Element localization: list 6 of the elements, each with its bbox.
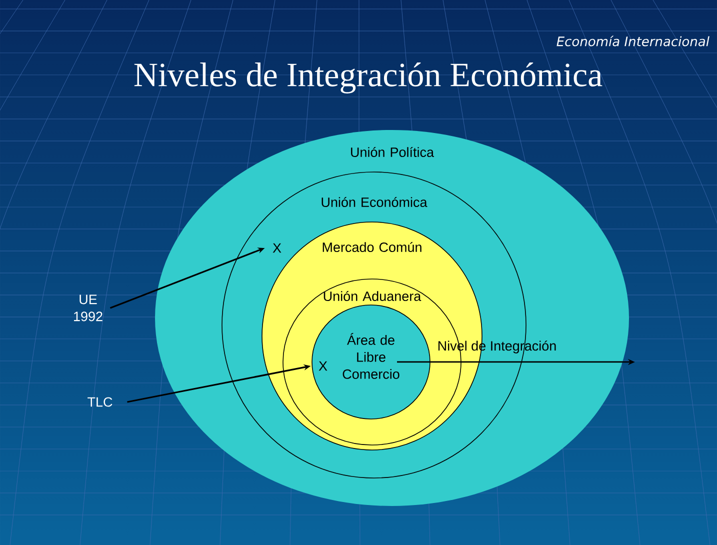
marker-x: X [318, 361, 328, 371]
node-label: TLC [88, 397, 112, 407]
node-label: UE 1992 [74, 294, 102, 322]
marker-x: X [272, 243, 282, 253]
header-text: Economía Internacional [556, 36, 710, 46]
slide-title: Niveles de Integración Económica [134, 62, 602, 94]
